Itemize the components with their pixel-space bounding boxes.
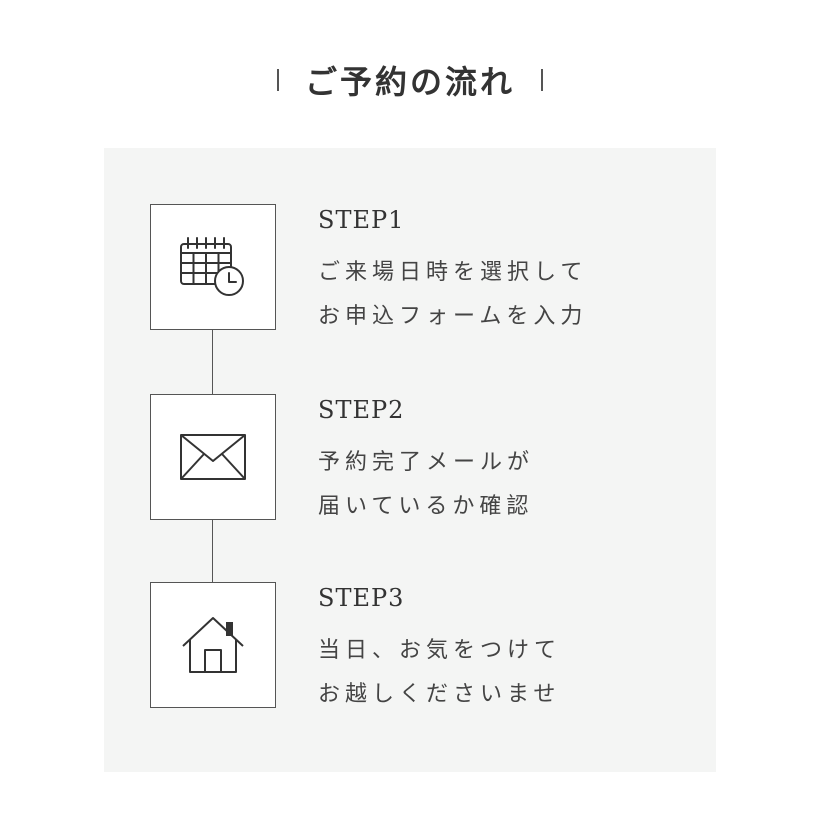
flow-panel: STEP1 ご来場日時を選択して お申込フォームを入力 STEP2 予約完了メー… [104, 148, 716, 772]
calendar-clock-icon [180, 237, 244, 296]
step2-title: STEP2 [318, 396, 405, 424]
step3-line1: 当日、お気をつけて [318, 638, 562, 663]
step3-icon-box [150, 582, 276, 708]
step2-line1: 予約完了メールが [318, 450, 535, 475]
heading-right-bar [541, 69, 543, 91]
step3-line2: お越しくださいませ [318, 682, 561, 707]
step1-title: STEP1 [318, 206, 405, 234]
step2-line2: 届いているか確認 [318, 494, 534, 519]
connector-line-1 [212, 330, 213, 394]
step1-icon-box [150, 204, 276, 330]
house-icon [182, 617, 244, 673]
step1-line2: お申込フォームを入力 [318, 304, 588, 329]
heading-left-bar [276, 69, 279, 91]
connector-line-2 [212, 520, 213, 582]
step1-line1: ご来場日時を選択して [318, 260, 588, 285]
heading-title: ご予約の流れ [304, 63, 515, 101]
step3-title: STEP3 [318, 584, 405, 612]
section-heading: ご予約の流れ [0, 52, 820, 108]
step2-icon-box [150, 394, 276, 520]
envelope-icon [180, 434, 246, 480]
